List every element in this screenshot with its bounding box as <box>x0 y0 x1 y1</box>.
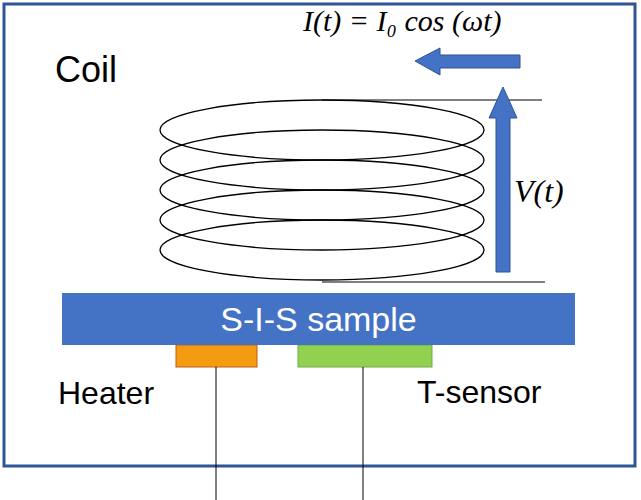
voltage-arrow <box>489 87 517 272</box>
sensor-label: T-sensor <box>417 375 541 410</box>
heater-wire <box>216 367 217 500</box>
voltage-label: V(t) <box>514 174 564 209</box>
sensor-wire <box>363 367 364 500</box>
sensor-block <box>298 345 432 367</box>
current-arrow <box>415 48 520 75</box>
coil-lead-bottom <box>322 282 545 283</box>
coil-windings <box>160 100 484 280</box>
sample-label: S-I-S sample <box>220 300 417 339</box>
heater-block <box>176 345 257 367</box>
coil-turn <box>160 220 484 280</box>
sample-slab: S-I-S sample <box>62 293 575 345</box>
current-formula: I(t) = I₀ cos (ωt) <box>303 4 501 37</box>
coil-label: Coil <box>55 50 117 90</box>
outer-frame <box>4 4 635 466</box>
heater-label: Heater <box>58 376 154 411</box>
